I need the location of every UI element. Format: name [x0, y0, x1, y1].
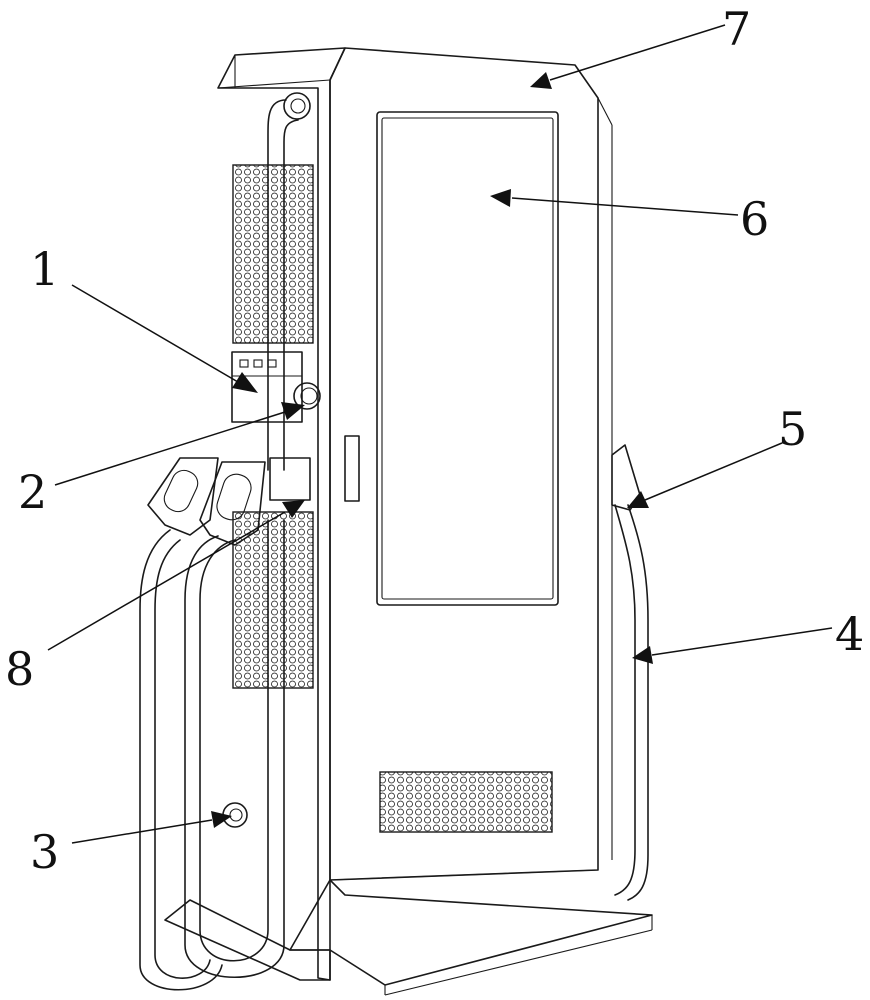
leader-line-2 [54, 402, 305, 486]
leader-line-5 [627, 442, 783, 508]
lower-vent-grille [232, 511, 314, 689]
door-handle [344, 435, 360, 502]
display-screen [376, 111, 559, 606]
leader-line-7 [530, 24, 726, 89]
leader-line-8 [47, 500, 305, 651]
top-cable-hook [283, 92, 311, 120]
label-8: 8 [5, 642, 34, 696]
label-2: 2 [18, 465, 47, 519]
upper-vent-grille [232, 164, 314, 344]
label-1: 1 [30, 242, 59, 296]
leader-line-4 [632, 627, 833, 664]
holster-bracket [269, 457, 311, 501]
front-vent-grille [379, 771, 553, 833]
cabinet-front-door [329, 47, 613, 881]
base-plate [164, 869, 653, 996]
charging-cables [139, 99, 299, 991]
right-side-cable [614, 504, 649, 901]
label-3: 3 [30, 825, 59, 879]
card-reader-module [231, 351, 303, 423]
emergency-stop-button [293, 382, 321, 410]
label-6: 6 [740, 192, 769, 246]
leader-line-1 [71, 284, 258, 393]
label-7: 7 [722, 2, 751, 56]
charging-guns [147, 457, 266, 546]
leader-line-3 [71, 811, 232, 844]
label-4: 4 [835, 607, 864, 661]
leader-line-6 [490, 189, 739, 216]
label-5: 5 [778, 402, 807, 456]
